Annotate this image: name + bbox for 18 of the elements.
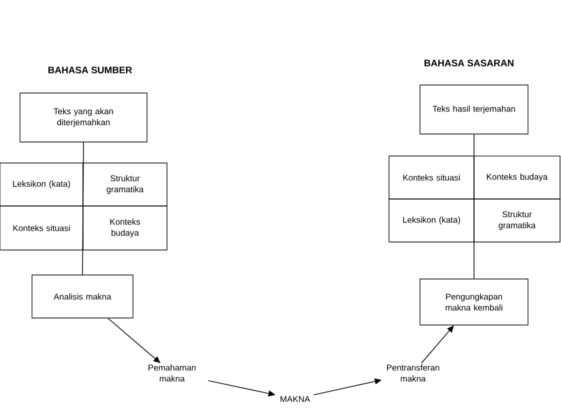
text-label: Pentransferan makna xyxy=(387,364,440,382)
text-box: Konteks situasi xyxy=(388,156,474,200)
heading: BAHASA SASARAN xyxy=(424,60,514,66)
text-box: Konteks situasi xyxy=(0,206,84,250)
heading: BAHASA SUMBER xyxy=(48,66,132,74)
text-box: Analisis makna xyxy=(32,274,134,318)
text-box: Leksikon (kata) xyxy=(388,198,474,242)
text-box: Konteks budaya xyxy=(82,206,168,250)
text-box: Konteks budaya xyxy=(474,156,560,200)
text-box: Pengungkapan makna kembali xyxy=(420,278,528,326)
text-label: MAKNA xyxy=(280,396,310,402)
text-box: Struktur gramatika xyxy=(474,198,560,242)
text-box: Teks hasil terjemahan xyxy=(420,84,528,134)
text-label: Pemahaman makna xyxy=(148,364,196,382)
text-box: Leksikon (kata) xyxy=(0,162,84,206)
connector-line xyxy=(82,142,84,276)
text-box: Teks yang akan diterjemahkan xyxy=(20,92,148,142)
text-box: Struktur gramatika xyxy=(82,162,168,206)
